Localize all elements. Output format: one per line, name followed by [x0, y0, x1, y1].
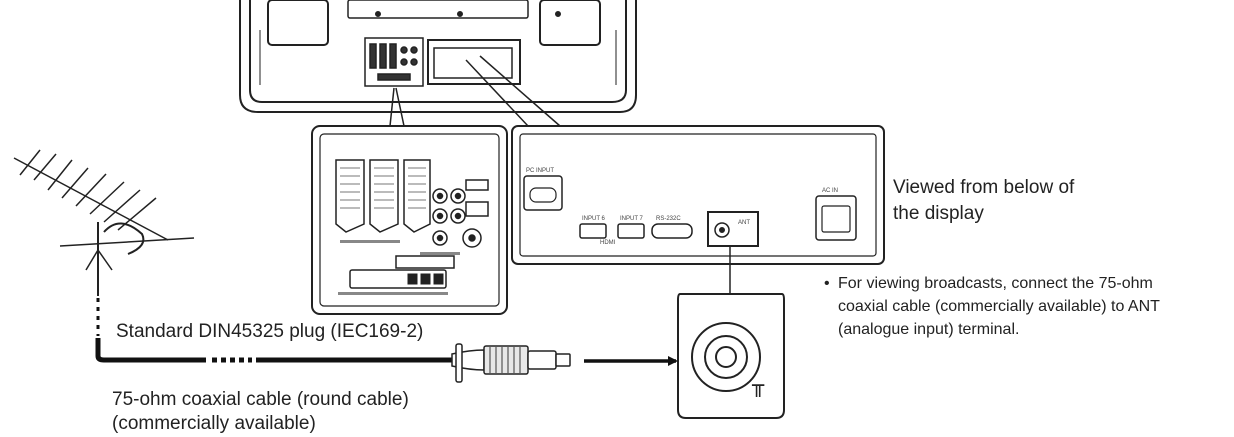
tv-terminal-panel-small — [364, 37, 424, 87]
panel-ant-label: ANT — [738, 220, 750, 226]
note-bullet: • — [824, 275, 830, 292]
note-line3: (analogue input) terminal. — [838, 321, 1020, 338]
din-plug-icon — [451, 343, 571, 383]
scart-panel — [311, 125, 508, 315]
pointer-lines — [389, 55, 561, 127]
tv-terminal-panel-right — [427, 39, 521, 85]
panel-input7-label: INPUT 7 — [620, 216, 644, 222]
broadcast-note: • For viewing broadcasts, connect the 75… — [824, 272, 1230, 341]
panel-ac-in-label: AC IN — [822, 188, 838, 194]
panel-input6-label: INPUT 6 — [582, 216, 606, 222]
panel-pc-input-label: PC INPUT — [526, 168, 554, 174]
cable-label-line1: 75-ohm coaxial cable (round cable) — [112, 389, 409, 410]
viewed-from-below-label-line2: the display — [893, 203, 984, 224]
rear-terminal-panel — [511, 125, 885, 265]
ant-terminal-enlarged — [677, 293, 785, 419]
panel-rs232c-label: RS-232C — [656, 216, 681, 222]
coaxial-cable — [95, 298, 458, 363]
cable-label-line2: (commercially available) — [112, 413, 316, 434]
plug-label: Standard DIN45325 plug (IEC169-2) — [116, 321, 424, 342]
panel-hdmi-label: HDMI — [600, 240, 616, 246]
note-line2: coaxial cable (commercially available) t… — [838, 298, 1160, 315]
antenna-icon — [13, 149, 195, 296]
ant-terminal-symbol: ╥ — [751, 373, 765, 397]
viewed-from-below-label-line1: Viewed from below of — [893, 177, 1075, 198]
note-line1: For viewing broadcasts, connect the 75-o… — [838, 275, 1153, 292]
